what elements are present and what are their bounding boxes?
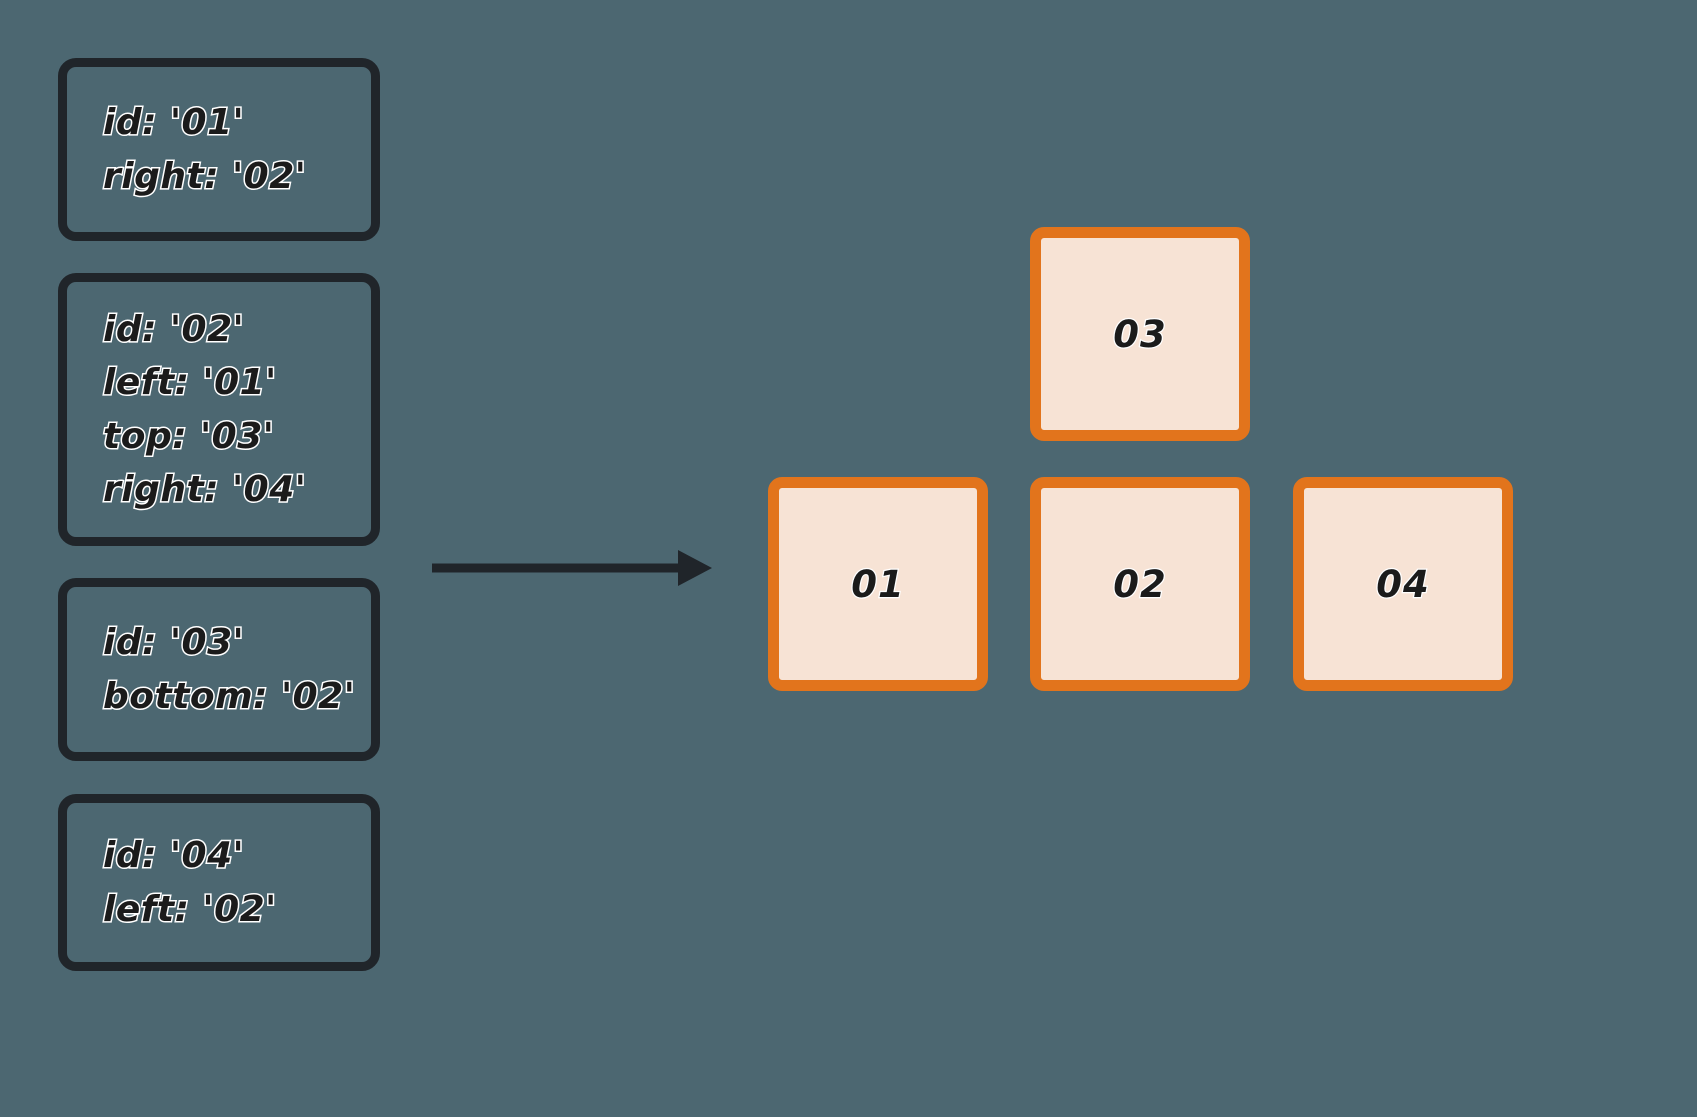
spec-box-04: id: '04' left: '02' bbox=[58, 794, 380, 971]
spec-line: id: '02' bbox=[102, 307, 246, 351]
tile-01[interactable]: 01 bbox=[768, 477, 988, 691]
spec-line: left: '01' bbox=[102, 361, 278, 405]
spec-box-02: id: '02' left: '01' top: '03' right: '04' bbox=[58, 273, 380, 546]
spec-line: left: '02' bbox=[102, 887, 278, 931]
spec-box-03: id: '03' bottom: '02' bbox=[58, 578, 380, 761]
spec-line: right: '04' bbox=[102, 467, 308, 511]
tile-label: 04 bbox=[1375, 561, 1430, 607]
spec-line: id: '01' bbox=[102, 101, 246, 145]
arrow-head bbox=[678, 550, 712, 586]
spec-line: id: '03' bbox=[102, 621, 246, 665]
spec-line: right: '02' bbox=[102, 154, 308, 198]
spec-line: top: '03' bbox=[102, 414, 276, 458]
spec-box-01: id: '01' right: '02' bbox=[58, 58, 380, 241]
transform-arrow bbox=[420, 530, 770, 610]
tile-03[interactable]: 03 bbox=[1030, 227, 1250, 441]
spec-line: bottom: '02' bbox=[102, 674, 357, 718]
tile-label: 03 bbox=[1112, 311, 1167, 357]
spec-line: id: '04' bbox=[102, 834, 246, 878]
tile-label: 02 bbox=[1112, 561, 1167, 607]
tile-02[interactable]: 02 bbox=[1030, 477, 1250, 691]
arrow-right-icon bbox=[432, 550, 712, 586]
tile-label: 01 bbox=[850, 561, 905, 607]
tile-04[interactable]: 04 bbox=[1293, 477, 1513, 691]
